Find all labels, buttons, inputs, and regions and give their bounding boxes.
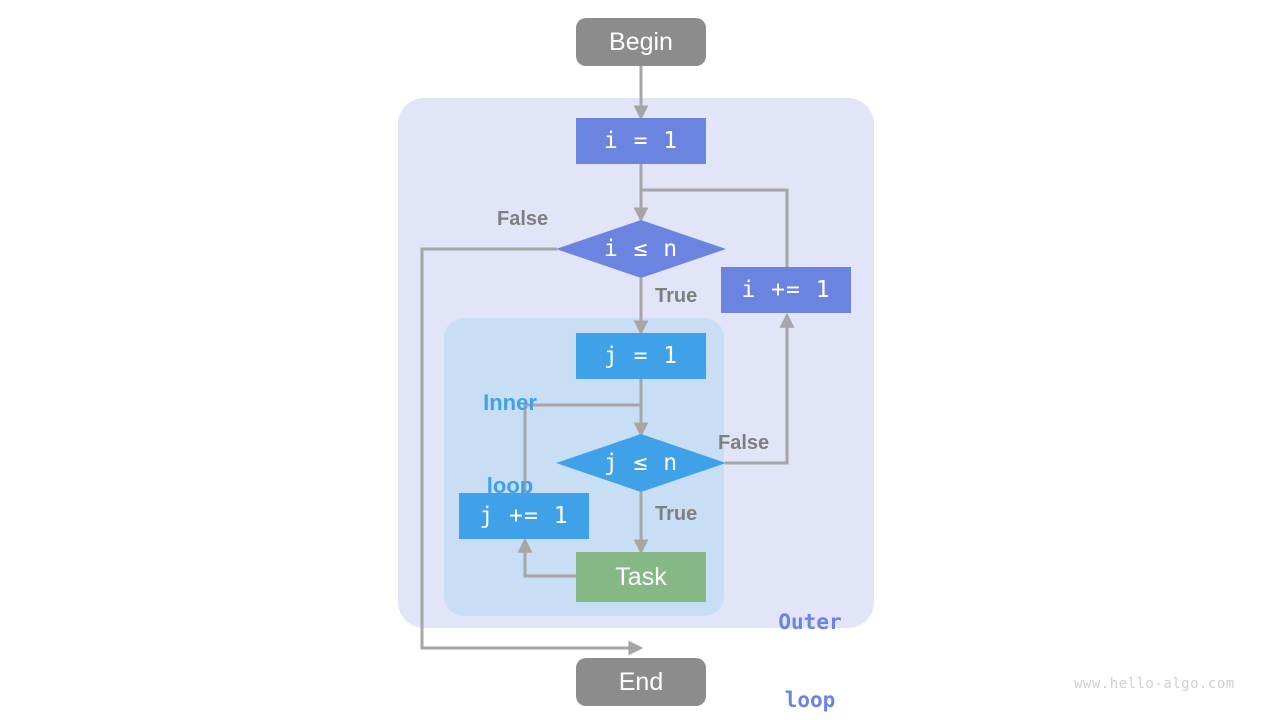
- node-i-condition[interactable]: i ≤ n: [556, 220, 726, 278]
- outer-loop-label: Outer loop: [755, 556, 865, 720]
- node-i-condition-label: i ≤ n: [603, 236, 679, 262]
- node-j-init[interactable]: j = 1: [576, 333, 706, 379]
- edge-label-j-true: True: [655, 503, 698, 525]
- diamond-shape-inner: [556, 434, 726, 492]
- edge-label-j-false: False: [718, 432, 770, 454]
- inner-loop-label-line2: loop: [486, 472, 534, 498]
- diamond-shape-outer: [556, 220, 726, 278]
- outer-loop-label-line1: Outer: [778, 609, 842, 634]
- watermark: www.hello-algo.com: [1074, 676, 1235, 692]
- node-j-increment[interactable]: j += 1: [459, 493, 589, 539]
- node-j-condition[interactable]: j ≤ n: [556, 434, 726, 492]
- outer-loop-label-line2: loop: [784, 688, 836, 713]
- edge-label-i-false: False: [497, 208, 549, 230]
- node-j-condition-label: j ≤ n: [603, 450, 679, 476]
- node-task[interactable]: Task: [576, 552, 706, 602]
- edge-label-i-true: True: [655, 285, 698, 307]
- inner-loop-label-line1: Inner: [483, 390, 537, 415]
- node-i-increment[interactable]: i += 1: [721, 267, 851, 313]
- inner-loop-label: Inner loop: [470, 334, 550, 554]
- node-begin[interactable]: Begin: [576, 18, 706, 66]
- node-end[interactable]: End: [576, 658, 706, 706]
- node-i-init[interactable]: i = 1: [576, 118, 706, 164]
